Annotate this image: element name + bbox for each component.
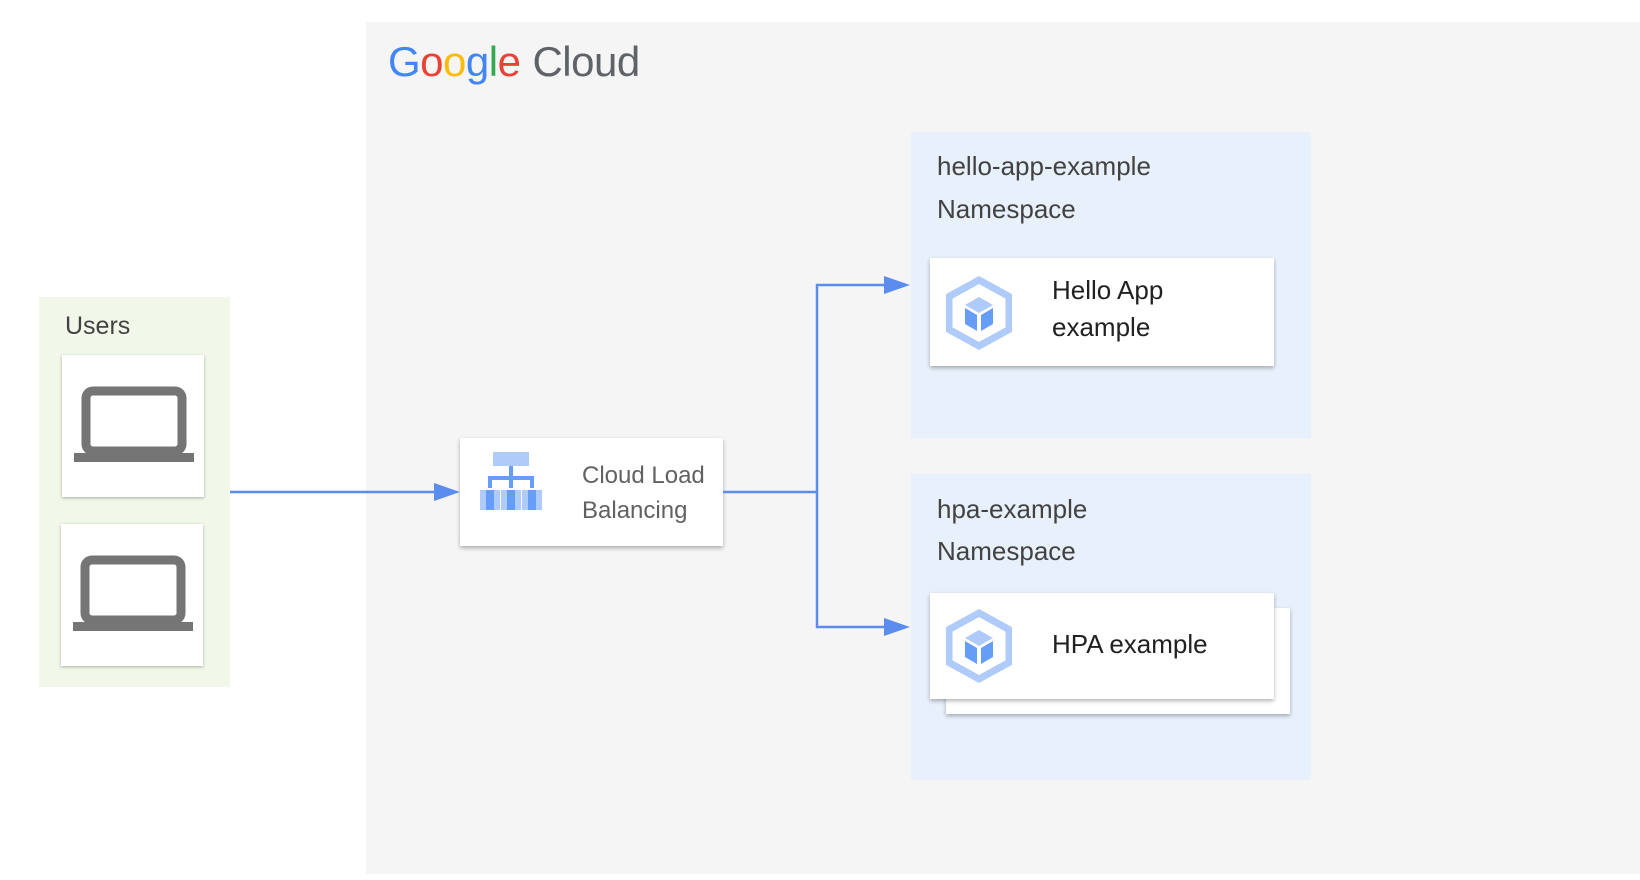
logo-letter: o	[420, 38, 444, 85]
user-device-card	[62, 355, 204, 497]
service-title-line1: Hello App	[1052, 275, 1164, 305]
logo-letter: G	[388, 38, 421, 85]
arrowhead-to-hello-app	[884, 276, 910, 294]
service-card-hpa: HPA example	[930, 593, 1274, 699]
logo-letter: e	[497, 38, 521, 85]
laptop-icon	[74, 386, 194, 462]
namespace-name: hello-app-example	[937, 151, 1151, 181]
namespace-name: hpa-example	[937, 494, 1088, 524]
laptop-icon	[73, 555, 193, 631]
logo-letter: g	[465, 38, 489, 85]
arrowhead-to-lb	[434, 483, 460, 501]
namespace-kind: Namespace	[937, 194, 1076, 224]
namespace-kind: Namespace	[937, 536, 1076, 566]
branch-to-hpa-connector	[815, 492, 886, 629]
logo-letter: o	[443, 38, 466, 85]
load-balancer-title-line1: Cloud Load	[582, 462, 705, 489]
load-balancer-card: Cloud Load Balancing	[460, 438, 723, 546]
users-label: Users	[65, 312, 131, 340]
logo-letter: l	[488, 38, 498, 85]
service-card-hello-app: Hello App example	[930, 258, 1274, 366]
branch-to-hello-app-connector	[815, 283, 886, 492]
service-title: HPA example	[1052, 629, 1208, 659]
service-title-line2: example	[1052, 312, 1151, 342]
load-balancer-title-line2: Balancing	[582, 497, 688, 524]
user-device-card	[61, 524, 203, 666]
arrowhead-to-hpa	[884, 618, 910, 636]
gke-cube-icon	[946, 276, 1012, 350]
logo-product-name: Cloud	[532, 38, 640, 85]
gke-cube-icon	[946, 609, 1012, 683]
load-balancing-icon	[480, 452, 542, 510]
